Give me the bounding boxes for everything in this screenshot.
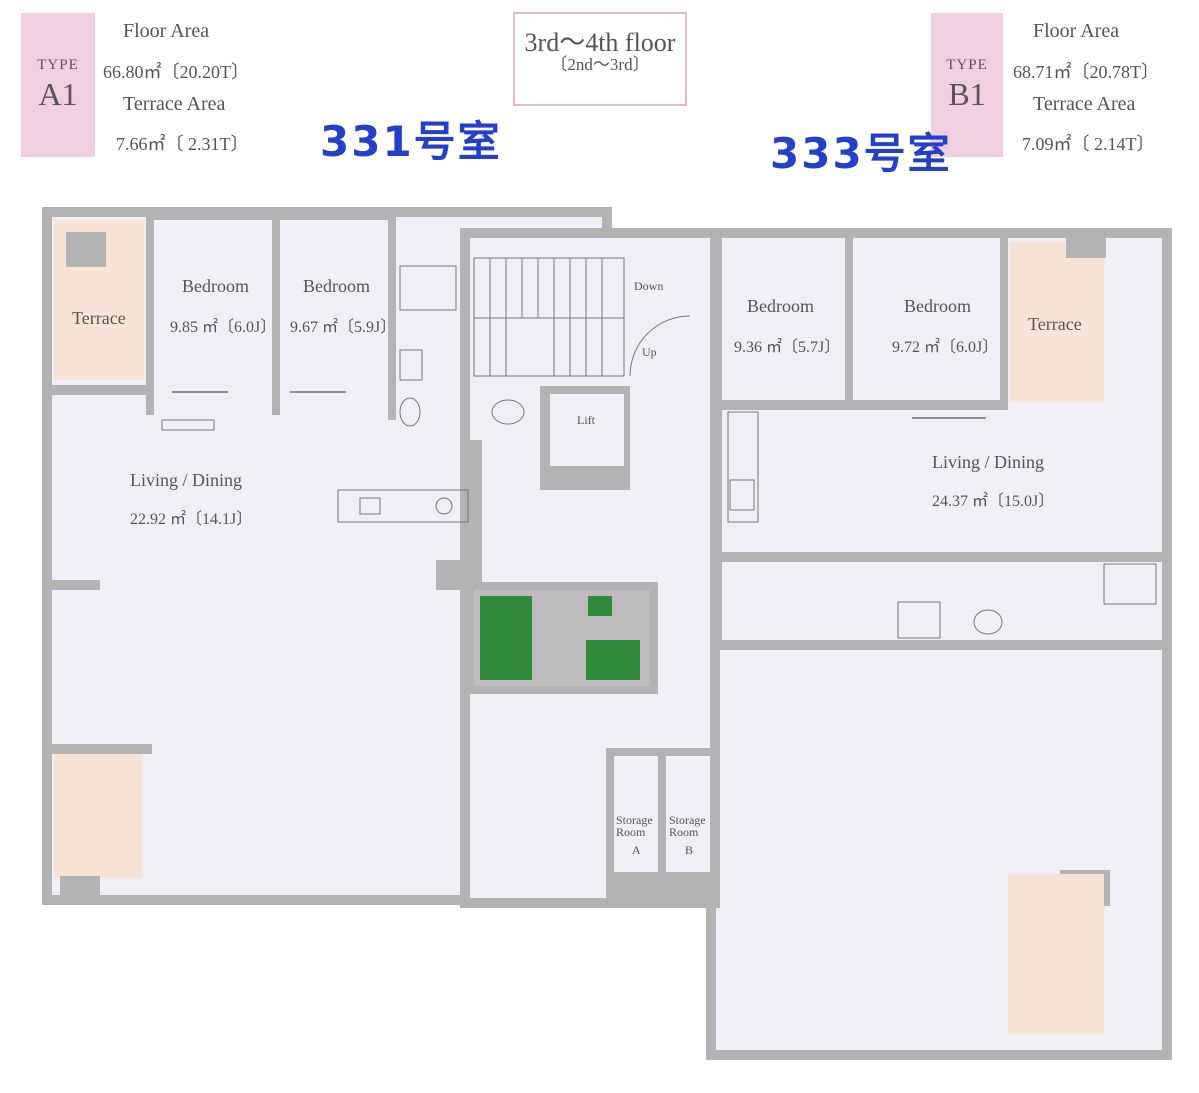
unit-a-living: [42, 265, 525, 590]
unit-a-living-area: 22.92 ㎡〔14.1J〕: [130, 510, 252, 528]
handwritten-room-331: 331号室: [320, 117, 502, 166]
unit-b-terrace-label: Terrace: [1028, 314, 1082, 334]
type-b-floor-area-value: 68.71㎡〔20.78T〕: [1013, 62, 1159, 82]
unit-b-bedroom2-label: Bedroom: [904, 296, 971, 316]
core-area: [460, 228, 720, 908]
type-a-badge: TYPE A1: [21, 13, 95, 157]
unit-a-bedroom1-label: Bedroom: [182, 276, 249, 296]
stair-up-label: Up: [642, 345, 657, 359]
unit-b-bedroom1-label: Bedroom: [747, 296, 814, 316]
lift-label: Lift: [577, 413, 596, 427]
floor-sub-label: 〔2nd～3rd〕: [550, 55, 650, 74]
unit-b-lower-terrace: [1008, 870, 1110, 1034]
type-a-floor-area-label: Floor Area: [123, 20, 210, 42]
type-b-badge: TYPE B1: [931, 13, 1003, 157]
type-a-code: A1: [38, 76, 78, 112]
unit-b-living: [712, 411, 1172, 639]
unit-a-bedroom2-area: 9.67 ㎡〔5.9J〕: [290, 318, 396, 336]
floor-main-label: 3rd～4th floor: [524, 28, 676, 57]
unit-b-bedroom1-area: 9.36 ㎡〔5.7J〕: [734, 338, 840, 356]
unit-a-bedrooms: [42, 210, 396, 431]
stair-down-label: Down: [634, 279, 663, 293]
type-a-word: TYPE: [37, 57, 79, 73]
type-a-terrace-area-value: 7.66㎡〔 2.31T〕: [116, 134, 249, 154]
unit-a-bedroom2-label: Bedroom: [303, 276, 370, 296]
stairwell: [473, 257, 691, 377]
storage-a-line2: Room: [616, 825, 646, 839]
storage-a-letter: A: [632, 843, 641, 857]
unit-a-terrace-label: Terrace: [72, 308, 126, 328]
lift: [540, 386, 630, 490]
unit-b-bedrooms: [722, 238, 1008, 419]
storage-b-line1: Storage: [669, 813, 706, 827]
type-b-terrace-area-label: Terrace Area: [1033, 93, 1136, 115]
unit-b-living-area: 24.37 ㎡〔15.0J〕: [932, 492, 1054, 510]
type-b-code: B1: [948, 76, 986, 112]
storage-rooms: [606, 748, 716, 908]
unit-b-living-label: Living / Dining: [932, 452, 1044, 472]
type-b-floor-area-label: Floor Area: [1033, 20, 1120, 42]
courtyard-garden: [466, 582, 658, 694]
storage-b-line2: Room: [669, 825, 699, 839]
type-b-word: TYPE: [946, 57, 988, 73]
unit-a-terrace: [54, 220, 144, 380]
handwritten-room-333: 333号室: [770, 129, 952, 178]
storage-b-letter: B: [685, 843, 693, 857]
type-b-terrace-area-value: 7.09㎡〔 2.14T〕: [1022, 134, 1155, 154]
unit-b-bedroom2-area: 9.72 ㎡〔6.0J〕: [892, 338, 998, 356]
type-a-terrace-area-label: Terrace Area: [123, 93, 226, 115]
unit-a-bedroom1-area: 9.85 ㎡〔6.0J〕: [170, 318, 276, 336]
floor-indicator: 3rd～4th floor 〔2nd～3rd〕: [513, 12, 687, 106]
unit-a-lower-terrace: [42, 744, 152, 896]
storage-a-line1: Storage: [616, 813, 653, 827]
type-a-floor-area-value: 66.80㎡〔20.20T〕: [103, 62, 249, 82]
unit-a-living-label: Living / Dining: [130, 470, 242, 490]
unit-b-terrace: [1010, 228, 1106, 402]
